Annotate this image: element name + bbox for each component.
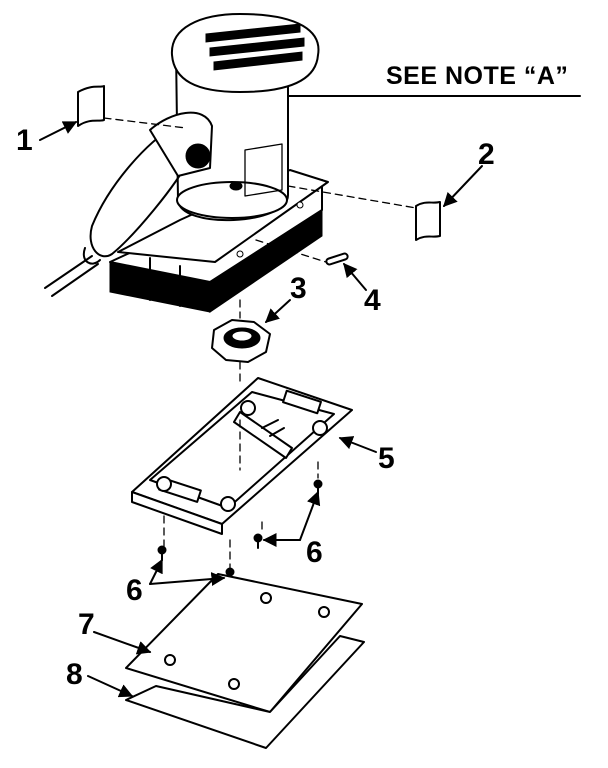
label-part-1 bbox=[77, 85, 187, 129]
note-a-label: SEE NOTE “A” bbox=[386, 62, 568, 90]
sheet-part-8 bbox=[125, 635, 365, 749]
pad-part-7 bbox=[125, 573, 363, 713]
callout-4: 4 bbox=[364, 284, 381, 317]
leader-4 bbox=[343, 262, 367, 291]
callout-5: 5 bbox=[378, 442, 395, 475]
leader-8 bbox=[87, 675, 134, 698]
leader-5 bbox=[338, 436, 377, 453]
callout-6-left: 6 bbox=[126, 574, 143, 607]
callout-3: 3 bbox=[290, 272, 307, 305]
leader-6b bbox=[149, 558, 163, 585]
nut-part-3 bbox=[211, 299, 271, 363]
screw bbox=[253, 533, 263, 549]
callout-8: 8 bbox=[66, 658, 83, 691]
callout-1: 1 bbox=[16, 124, 33, 157]
sander-body bbox=[44, 13, 329, 313]
power-cord bbox=[44, 255, 99, 297]
callout-7: 7 bbox=[78, 608, 95, 641]
leader-6b-b bbox=[149, 572, 226, 586]
label-part-2 bbox=[287, 185, 441, 241]
leader-6a-b bbox=[299, 490, 321, 541]
leader-2 bbox=[443, 165, 483, 208]
screw bbox=[157, 545, 167, 561]
leader-lines bbox=[39, 95, 581, 698]
pin-part-4 bbox=[255, 239, 349, 266]
callout-2: 2 bbox=[478, 138, 495, 171]
leader-7 bbox=[93, 631, 152, 655]
leader-1 bbox=[39, 121, 78, 141]
base-plate-part-5 bbox=[131, 361, 353, 535]
leader-3 bbox=[264, 299, 291, 323]
switch-knob bbox=[185, 143, 211, 169]
callout-6-right: 6 bbox=[306, 536, 323, 569]
